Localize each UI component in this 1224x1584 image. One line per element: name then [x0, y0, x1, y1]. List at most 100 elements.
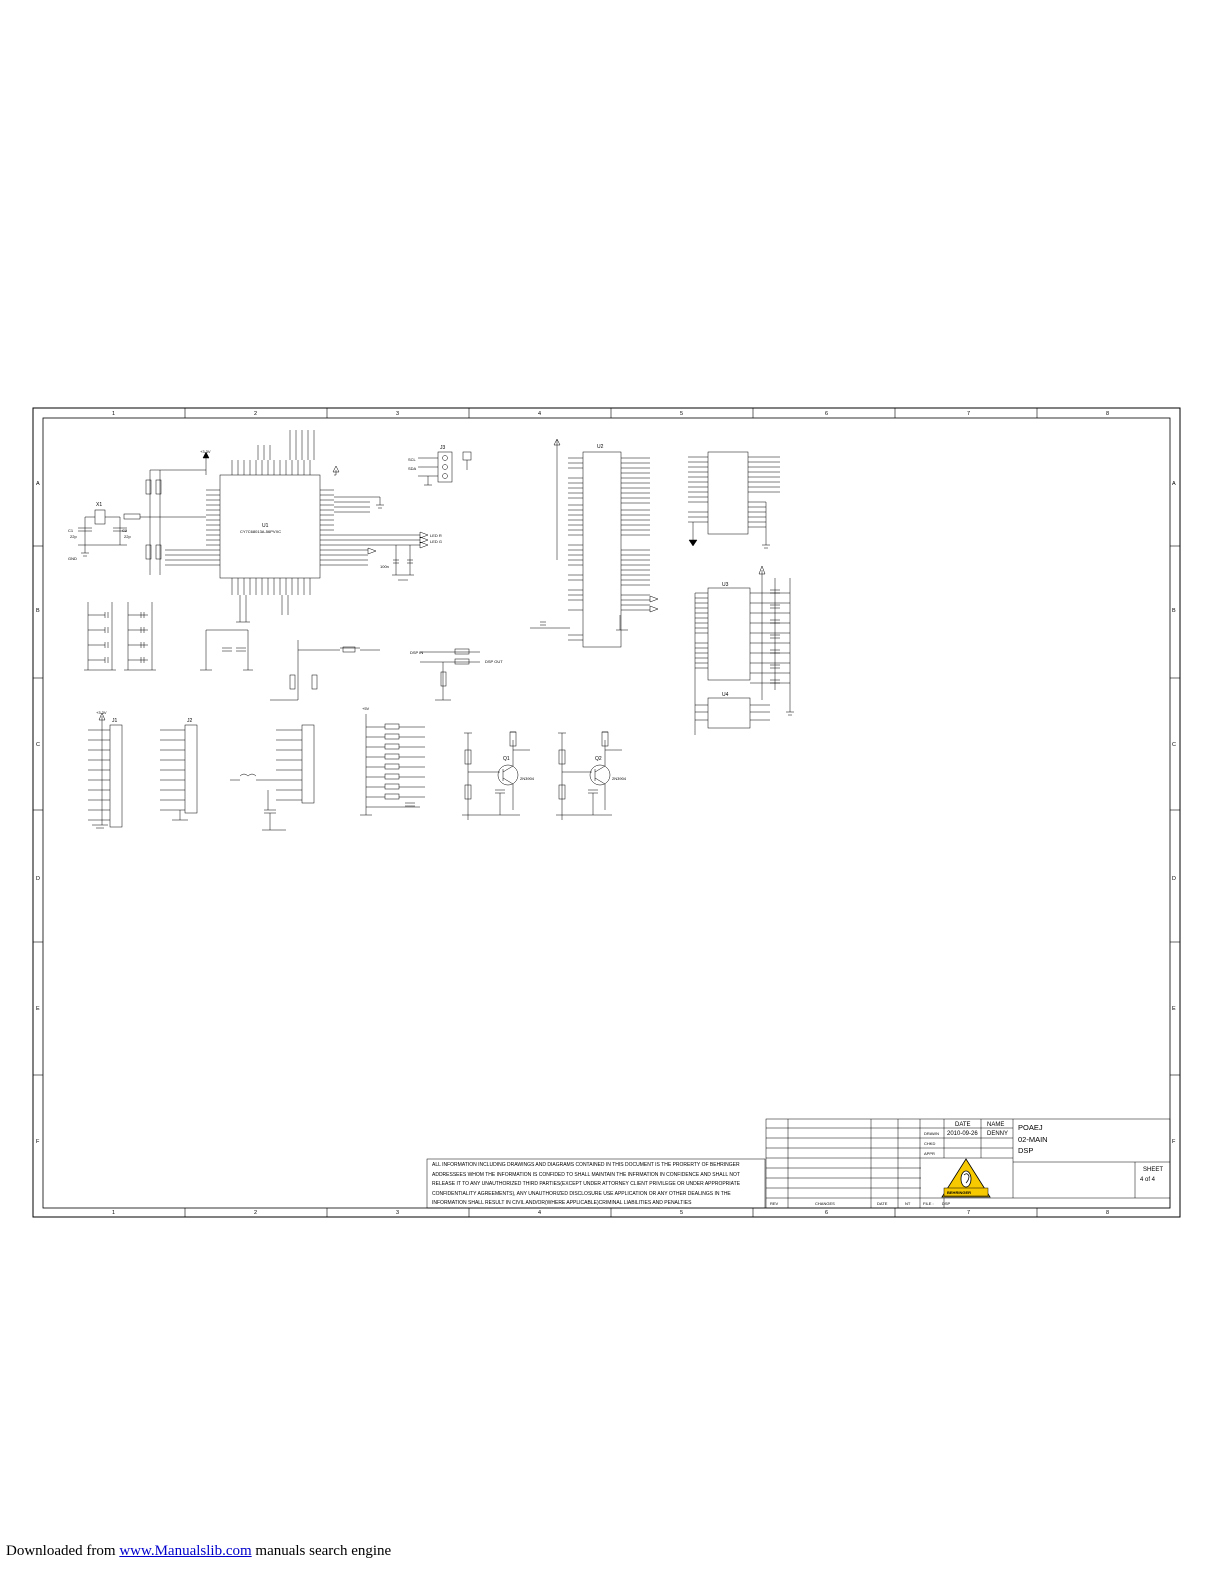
title-block — [765, 1118, 1171, 1209]
col-label: 3 — [396, 1210, 399, 1216]
col-label: 5 — [680, 1210, 683, 1216]
tb-sheet-label: SHEET — [1143, 1167, 1163, 1173]
tb-chkd-label: CHKD — [924, 1141, 935, 1146]
cap-value: 100n — [380, 564, 389, 569]
j1-label: J1 — [112, 718, 118, 724]
col-label: 7 — [967, 411, 970, 417]
u3-label: U3 — [722, 582, 729, 588]
u4-label: U4 — [722, 692, 729, 698]
c2-value: 22p — [124, 534, 131, 539]
u2-label: U2 — [597, 444, 604, 450]
notice-line: RELEASE IT TO ANY UNAUTHORIZED THIRD PAR… — [432, 1181, 741, 1187]
tb-file-label: FILE : — [923, 1201, 934, 1206]
row-labels-right: A B C D E F — [1172, 481, 1176, 1145]
dsp-out-label: DSP OUT — [485, 659, 503, 664]
row-label: E — [1172, 1006, 1176, 1012]
schematic-content — [78, 430, 794, 831]
tb-title-1: POAEJ — [1018, 1123, 1043, 1132]
u1-label: U1 — [262, 523, 269, 529]
j3-label: J3 — [440, 445, 446, 451]
v5-label: +5V — [362, 706, 370, 711]
gnd-label: GND — [68, 556, 77, 561]
notice-line: INFORMATION SHALL RESULT IN CIVIL AND/OR… — [432, 1200, 692, 1206]
footer-suffix: manuals search engine — [251, 1543, 392, 1559]
col-label: 2 — [254, 1210, 257, 1216]
u1-part-label: CY7C68013A-56PVXC — [240, 529, 281, 534]
tb-date-label: DATE — [877, 1201, 888, 1206]
vcc-label: +3.3V — [200, 449, 211, 454]
c1-value: 22p — [70, 534, 77, 539]
col-label: 4 — [538, 1210, 541, 1216]
col-label: 8 — [1106, 1210, 1109, 1216]
row-labels-left: A B C D E F — [36, 481, 40, 1145]
c2-label: C2 — [122, 528, 128, 533]
dsp-u2 — [582, 451, 622, 648]
row-label: D — [36, 876, 40, 882]
inner-border — [42, 417, 1171, 1209]
tb-title-3: DSP — [1018, 1146, 1033, 1155]
dsp-in-label: DSP IN — [410, 650, 423, 655]
row-label: F — [1172, 1139, 1176, 1145]
tb-rev-label: REV — [770, 1201, 779, 1206]
mcu-u1 — [219, 474, 321, 579]
tb-date-col: DATE — [955, 1122, 971, 1128]
row-label: C — [1172, 742, 1176, 748]
confidentiality-notice: ALL INFORMATION INCLUDING DRAWINGS AND D… — [426, 1158, 766, 1209]
memory-u4 — [707, 587, 751, 681]
col-label: 1 — [112, 411, 115, 417]
tb-changes-label: CHANGES — [815, 1201, 835, 1206]
col-label: 6 — [825, 1210, 828, 1216]
tb-sheet-value: 4 of 4 — [1140, 1177, 1156, 1183]
behringer-logo: BEHRINGER — [941, 1158, 991, 1198]
tb-drawn-date: 2010-09-26 — [947, 1131, 978, 1137]
row-label: A — [36, 481, 40, 487]
tb-appr-label: APPR — [924, 1151, 935, 1156]
col-label: 2 — [254, 411, 257, 417]
connector-j3 — [437, 451, 453, 483]
q1-label: Q1 — [503, 756, 510, 762]
x1-label: X1 — [96, 502, 102, 508]
col-label: 3 — [396, 411, 399, 417]
transistor-q2 — [589, 764, 611, 786]
connector-j2 — [184, 724, 198, 814]
column-labels-top: 1 2 3 4 5 6 7 8 — [112, 411, 1109, 417]
tb-name-col: NAME — [987, 1122, 1004, 1128]
row-label: F — [36, 1139, 40, 1145]
notice-line: ALL INFORMATION INCLUDING DRAWINGS AND D… — [432, 1162, 740, 1168]
c1-label: C1 — [68, 528, 74, 533]
col-label: 7 — [967, 1210, 970, 1216]
manualslib-link[interactable]: www.Manualslib.com — [119, 1543, 252, 1559]
vcc-label-j1: +3.3V — [96, 710, 107, 715]
q2-part: 2N3904 — [612, 776, 627, 781]
col-label: 4 — [538, 411, 541, 417]
logo-text: BEHRINGER — [947, 1190, 971, 1195]
notice-line: ADDRESSEES WHOM THE INFORMATION IS CONFI… — [432, 1172, 740, 1178]
col-label: 1 — [112, 1210, 115, 1216]
row-label: D — [1172, 876, 1176, 882]
connector-j1 — [109, 724, 123, 828]
row-label: E — [36, 1006, 40, 1012]
connector-j4 — [301, 724, 315, 804]
led-g-label: LED G — [430, 539, 442, 544]
transistor-q1 — [497, 764, 519, 786]
crystal-x1 — [94, 509, 106, 525]
col-label: 6 — [825, 411, 828, 417]
led-r-label: LED R — [430, 533, 442, 538]
tb-nt-label: NT — [905, 1201, 911, 1206]
download-footer: Downloaded from www.Manualslib.com manua… — [6, 1543, 391, 1560]
scl-label: SCL — [408, 457, 417, 462]
tb-drawn-name: DENNY — [987, 1131, 1008, 1137]
sda-label: SDA — [408, 466, 417, 471]
tb-drawn-label: DRAWN — [924, 1131, 939, 1136]
col-label: 5 — [680, 411, 683, 417]
tb-file-value: DSP — [942, 1201, 951, 1206]
row-label: B — [1172, 608, 1176, 614]
grid-ticks — [33, 408, 1180, 1217]
row-label: B — [36, 608, 40, 614]
column-labels-bottom: 1 2 3 4 5 6 7 8 — [112, 1210, 1109, 1216]
memory-u3 — [707, 451, 749, 535]
regulator-u4b — [707, 697, 751, 729]
row-label: C — [36, 742, 40, 748]
q1-part: 2N3904 — [520, 776, 535, 781]
